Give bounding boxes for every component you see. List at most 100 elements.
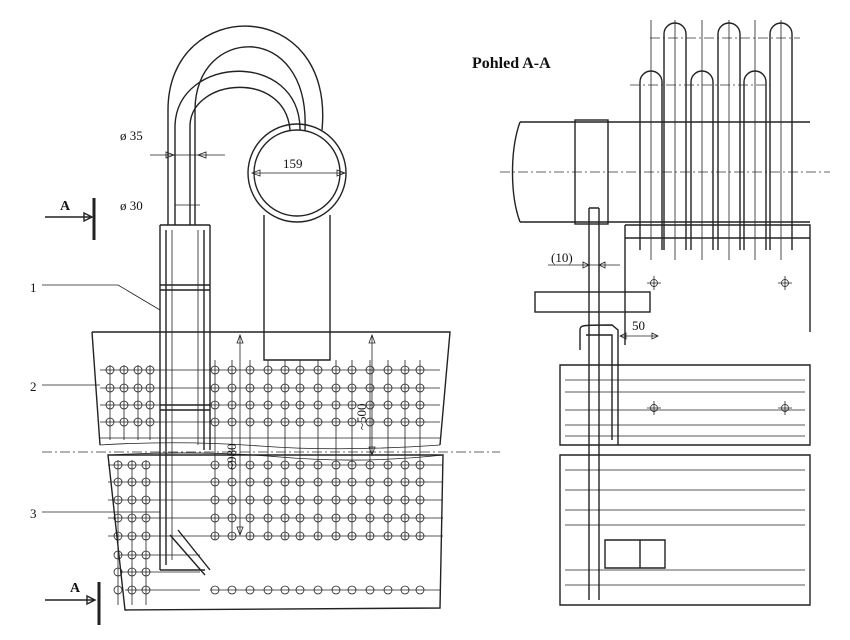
tube-section-circle	[347, 531, 357, 541]
tube-section-circle	[113, 585, 123, 595]
tube-section-circle	[313, 585, 323, 595]
tube-section-circle	[227, 477, 237, 487]
tube-section-circle	[113, 550, 123, 560]
tube-section-circle	[365, 531, 375, 541]
tube-section-circle	[113, 460, 123, 470]
tube-section-circle	[400, 460, 410, 470]
tube-section-circle	[295, 495, 305, 505]
tube-section-circle	[280, 585, 290, 595]
bolt-markers	[647, 276, 792, 415]
dim-diameter-30: ø 30	[120, 198, 143, 213]
tube-section-circle	[400, 365, 410, 375]
tube-section-circle	[347, 400, 357, 410]
view-title: Pohled A-A	[472, 55, 551, 72]
tube-section-circle	[133, 400, 143, 410]
tube-section-circle	[245, 531, 255, 541]
tube-section-circle	[331, 383, 341, 393]
tube-section-circle	[365, 477, 375, 487]
tube-section-circle	[245, 400, 255, 410]
tube-section-circle	[383, 417, 393, 427]
vertical-tube	[159, 224, 211, 576]
tube-section-circle	[113, 513, 123, 523]
dim-10-line	[548, 261, 620, 269]
tube-section-circle	[210, 513, 220, 523]
section-mark-top: A	[60, 199, 71, 214]
wall-hatching-low	[565, 469, 805, 586]
tube-section-circle	[227, 460, 237, 470]
tube-section-circle	[400, 531, 410, 541]
dim-50-line	[619, 332, 659, 340]
tube-section-circle	[383, 477, 393, 487]
wall-top-block	[624, 224, 811, 345]
tube-section-circle	[280, 495, 290, 505]
tube-section-circle	[280, 531, 290, 541]
tube-section-circle	[145, 365, 155, 375]
section-marker-bottom	[45, 582, 101, 625]
tube-section-circle	[280, 513, 290, 523]
tube-section-circle	[263, 460, 273, 470]
tube-section-circle	[227, 417, 237, 427]
tube-section-circle	[141, 495, 151, 505]
tube-section-circle	[210, 365, 220, 375]
tube-section-circle	[295, 513, 305, 523]
tube-section-circle	[141, 477, 151, 487]
tube-section-circle	[347, 495, 357, 505]
tube-section-circle	[400, 477, 410, 487]
tube-section-circle	[365, 513, 375, 523]
tube-section-circle	[263, 585, 273, 595]
tube-section-circle	[133, 383, 143, 393]
tube-section-circle	[383, 531, 393, 541]
right-view: Pohled A-A	[472, 20, 830, 606]
tube-section-circle	[141, 460, 151, 470]
tube-section-circle	[210, 495, 220, 505]
tube-section-circle	[383, 383, 393, 393]
tube-section-circle	[263, 531, 273, 541]
tube-section-circle	[295, 477, 305, 487]
tube-section-circle	[347, 383, 357, 393]
anchor-rod	[579, 207, 666, 600]
callout-2: 2	[30, 379, 37, 394]
section-marker-top	[45, 198, 96, 240]
callout-leader-1	[42, 284, 161, 311]
tube-section-circle	[331, 365, 341, 375]
tube-section-circle	[127, 550, 137, 560]
tube-section-circle	[105, 400, 115, 410]
tube-section-circle	[415, 365, 425, 375]
tube-section-circle	[245, 495, 255, 505]
tube-section-circle	[415, 417, 425, 427]
tube-section-circle	[245, 513, 255, 523]
tube-section-circle	[145, 417, 155, 427]
tube-section-circle	[227, 400, 237, 410]
tube-section-circle	[331, 477, 341, 487]
tube-section-circle	[313, 417, 323, 427]
tube-section-circle	[347, 365, 357, 375]
tube-section-circle	[331, 460, 341, 470]
tube-section-circle	[127, 460, 137, 470]
tube-section-circle	[245, 460, 255, 470]
tube-section-circle	[365, 365, 375, 375]
tube-section-circle	[313, 477, 323, 487]
tube-section-circle	[347, 477, 357, 487]
tube-section-circle	[313, 495, 323, 505]
clamp-band	[574, 119, 609, 225]
tube-section-circle	[141, 585, 151, 595]
drum-outline	[520, 121, 810, 223]
tube-section-circle	[127, 567, 137, 577]
tube-section-circle	[141, 513, 151, 523]
tube-section-circle	[383, 365, 393, 375]
tube-section-circle	[280, 383, 290, 393]
header-drum	[247, 123, 347, 361]
tube-section-circle	[313, 531, 323, 541]
tube-section-circle	[263, 383, 273, 393]
dim-50: 50	[632, 318, 645, 333]
tube-section-circle	[119, 417, 129, 427]
wall-bottom-block	[559, 454, 811, 606]
tube-section-circle	[227, 383, 237, 393]
tube-section-circle	[280, 365, 290, 375]
tube-section-circle	[141, 567, 151, 577]
tube-section-circle	[365, 400, 375, 410]
wall-hatching-mid	[565, 379, 805, 437]
tube-section-circle	[383, 400, 393, 410]
tube-section-circle	[415, 513, 425, 523]
tube-section-circle	[127, 477, 137, 487]
